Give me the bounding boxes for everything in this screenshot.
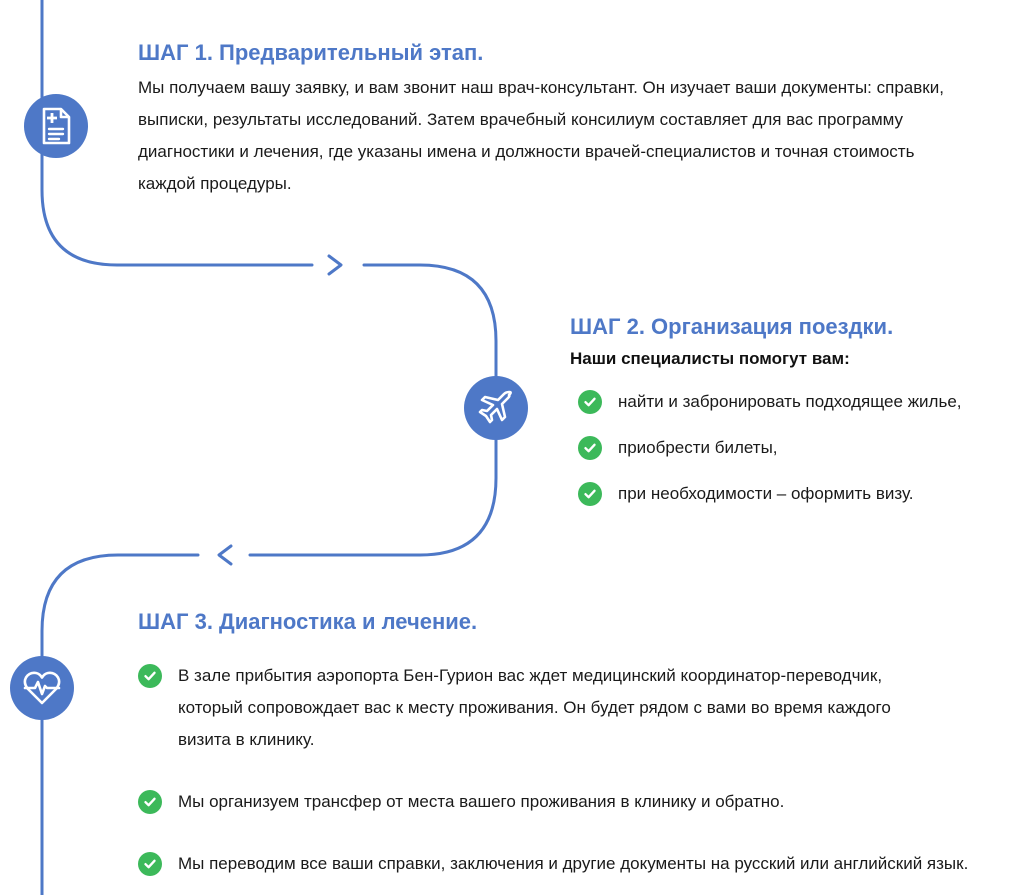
list-item: Мы переводим все ваши справки, заключени… <box>138 848 978 880</box>
checkmark-icon <box>138 852 162 876</box>
list-item-text: при необходимости – оформить визу. <box>618 484 914 503</box>
list-item: В зале прибытия аэропорта Бен-Гурион вас… <box>138 660 923 756</box>
checkmark-icon <box>138 664 162 688</box>
checkmark-icon <box>578 482 602 506</box>
list-item-text: Мы переводим все ваши справки, заключени… <box>178 854 969 873</box>
connector-line-lower-left <box>40 553 200 895</box>
step1-description: Мы получаем вашу заявку, и вам звонит на… <box>138 78 944 193</box>
connector-line-upper-right <box>248 263 498 557</box>
step2-checklist: найти и забронировать подходящее жилье, … <box>578 386 1024 510</box>
list-item: Мы организуем трансфер от места вашего п… <box>138 786 978 818</box>
step3-heart-pulse-icon <box>10 656 74 720</box>
list-item-text: В зале прибытия аэропорта Бен-Гурион вас… <box>178 666 891 749</box>
checkmark-icon <box>138 790 162 814</box>
step2-subtitle: Наши специалисты помогут вам: <box>570 349 850 368</box>
chevron-left-icon <box>217 544 233 566</box>
step2-title: ШАГ 2. Организация поездки. <box>570 314 894 339</box>
list-item-text: найти и забронировать подходящее жилье, <box>618 392 962 411</box>
list-item: при необходимости – оформить визу. <box>578 478 1024 510</box>
checkmark-icon <box>578 390 602 414</box>
list-item: найти и забронировать подходящее жилье, <box>578 386 1024 418</box>
list-item-text: Мы организуем трансфер от места вашего п… <box>178 792 785 811</box>
list-item: приобрести билеты, <box>578 432 1024 464</box>
chevron-right-icon <box>327 254 343 276</box>
step3-title: ШАГ 3. Диагностика и лечение. <box>138 609 478 634</box>
step3-checklist: В зале прибытия аэропорта Бен-Гурион вас… <box>138 660 978 880</box>
step1-title: ШАГ 1. Предварительный этап. <box>138 40 484 65</box>
list-item-text: приобрести билеты, <box>618 438 778 457</box>
connector-line-top <box>40 0 314 267</box>
checkmark-icon <box>578 436 602 460</box>
step1-medical-document-icon <box>24 94 88 158</box>
step2-airplane-icon <box>464 376 528 440</box>
